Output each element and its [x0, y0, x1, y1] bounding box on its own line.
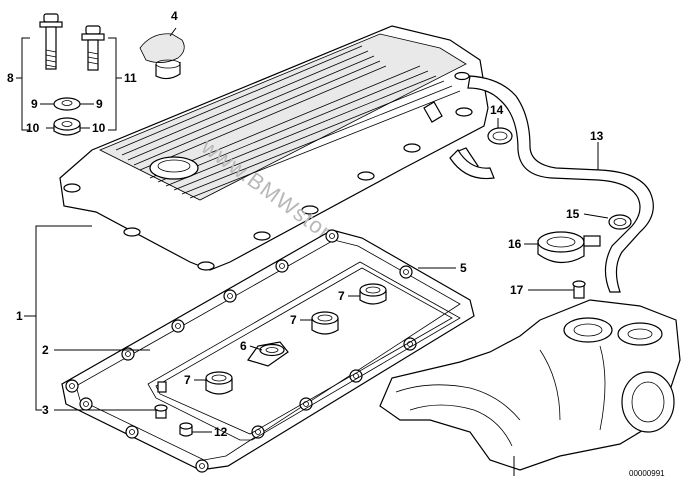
callout-14: 14 [490, 103, 504, 117]
small-fitting [157, 381, 167, 393]
callout-6: 6 [240, 339, 247, 353]
seal-7-middle [311, 311, 339, 335]
callout-5: 5 [460, 261, 467, 275]
cover-bosses [63, 71, 473, 271]
callout-15: 15 [566, 207, 580, 221]
washer-9 [53, 97, 81, 111]
leader-lines [24, 118, 609, 433]
callout-2: 2 [42, 343, 49, 357]
callout-9-right: 9 [96, 97, 103, 111]
callout-10-right: 10 [92, 121, 106, 135]
plug-12 [179, 422, 193, 437]
breather-hose [449, 75, 654, 293]
callout-11: 11 [124, 71, 137, 85]
intake-manifold [379, 299, 681, 476]
callout-12: 12 [214, 425, 228, 439]
gasket-bolt-holes [65, 229, 417, 473]
seal-7-top [359, 283, 387, 305]
bolt-8 [39, 13, 63, 70]
callout-16: 16 [508, 237, 522, 251]
seal-7-bottom [205, 371, 233, 395]
callout-13: 13 [590, 129, 604, 143]
callout-4: 4 [171, 9, 178, 23]
callout-7-middle: 7 [290, 313, 297, 327]
callout-7-top: 7 [338, 289, 345, 303]
callout-3: 3 [42, 403, 49, 417]
callout-8: 8 [7, 71, 14, 85]
screw-17 [572, 280, 586, 299]
oil-filler-cap [139, 27, 185, 80]
callout-17: 17 [510, 283, 524, 297]
callouts: 1 2 3 4 5 6 7 7 7 8 9 9 10 10 11 12 13 1… [7, 9, 604, 439]
spark-plug-seals [205, 283, 387, 395]
bolt-group [16, 13, 122, 136]
clamp-15 [608, 214, 632, 230]
grommet-10 [53, 117, 81, 136]
clamp-14 [487, 127, 513, 145]
pressure-control-valve [537, 231, 601, 264]
callout-7-bottom: 7 [184, 373, 191, 387]
seal-6 [247, 341, 289, 367]
callout-10-left: 10 [26, 121, 40, 135]
callout-9-left: 9 [31, 97, 38, 111]
bolt-11 [81, 25, 105, 71]
cover-fins [115, 45, 461, 199]
reference-number: 00000991 [629, 469, 665, 478]
callout-1: 1 [16, 309, 23, 323]
screw-3 [154, 404, 168, 419]
valve-cover [59, 25, 489, 271]
